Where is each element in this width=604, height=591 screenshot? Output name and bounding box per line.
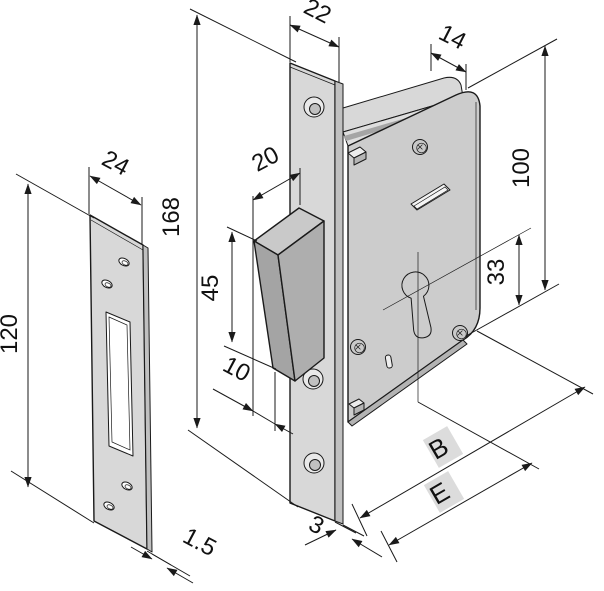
faceplate-screw-hole: [302, 368, 324, 390]
deadbolt-side-face: [277, 220, 325, 382]
lock-case: [342, 76, 532, 427]
case-pin-slot: [384, 354, 393, 369]
dim-cylinder-to-bottom: 33: [483, 234, 523, 306]
dim-line: [89, 175, 142, 206]
keyhole-center-diagonal: [382, 227, 532, 311]
euro-cylinder-keyhole: [401, 271, 432, 339]
dim-label-case-depth: 14: [434, 19, 470, 55]
ext-line: [15, 173, 95, 219]
case-outer-plate: [347, 91, 481, 423]
dim-label-strike-height: 120: [0, 314, 23, 354]
ext-line: [476, 330, 594, 395]
dim-entry-e: E: [380, 401, 540, 563]
faceplate-screw-hole: [303, 452, 325, 474]
ext-line: [380, 530, 398, 563]
strike-screw-hole: [118, 257, 130, 267]
dim-label-bg: [422, 426, 464, 468]
strike-plate-bevel-line: [90, 219, 144, 251]
dim-line: [359, 386, 586, 519]
dim-arrow: [130, 546, 153, 560]
dim-arrow: [351, 538, 383, 558]
dim-arrow: [212, 388, 254, 412]
strike-bolt-cutout: [105, 311, 134, 457]
ext-line: [342, 524, 365, 537]
faceplate-screw-hole: [303, 96, 325, 118]
dim-line: [252, 410, 276, 425]
dim-backset-b: B: [351, 330, 594, 537]
case-screw: [452, 325, 468, 341]
follower-slot: [410, 183, 451, 211]
dim-line: [289, 24, 340, 48]
dim-label-bolt-width: 20: [247, 141, 283, 177]
strike-screw-hole: [121, 481, 133, 491]
deadbolt: [253, 207, 325, 382]
strike-bolt-cutout-inner: [108, 316, 131, 451]
ext-line: [10, 470, 95, 524]
strike-screw-hole: [101, 279, 113, 289]
dim-label-strike-width: 24: [97, 145, 133, 181]
dim-strike-height: 120: [0, 173, 95, 524]
strike-screw-hole: [103, 501, 115, 511]
dim-label-faceplate-width: 22: [299, 0, 335, 29]
case-screw: [412, 139, 428, 155]
dim-line: [252, 172, 301, 201]
ext-line: [465, 283, 560, 337]
dim-faceplate-height: 168: [158, 8, 299, 508]
dim-arrow: [274, 423, 294, 435]
dim-label-strike-thickness: 1.5: [178, 523, 220, 563]
ext-line: [189, 8, 297, 63]
case-screw: [350, 339, 366, 355]
ext-line: [334, 521, 357, 534]
case-tab-top: [347, 146, 367, 166]
faceplate-edge-face: [334, 80, 344, 525]
dim-label-bg: [423, 471, 465, 513]
dim-label-cylinder-to-bottom: 33: [483, 259, 510, 286]
dim-label-bolt-height: 45: [197, 275, 224, 302]
dim-arrow: [304, 529, 337, 546]
ext-line: [467, 38, 558, 89]
dim-label-faceplate-height: 168: [158, 197, 185, 237]
ext-line: [187, 429, 299, 508]
dim-case-height: 100: [465, 38, 560, 337]
dim-arrow: [166, 567, 194, 584]
dim-label-case-height: 100: [508, 148, 535, 188]
ext-line: [417, 401, 540, 470]
ext-line: [226, 226, 258, 242]
ext-line: [151, 553, 191, 577]
dim-bolt-height: 45: [197, 226, 277, 370]
dim-line: [430, 52, 467, 73]
faceplate-bevel-line: [289, 66, 336, 86]
dim-line: [388, 462, 533, 546]
strike-plate: [89, 214, 153, 553]
ext-line: [223, 345, 277, 370]
ext-line: [351, 503, 368, 537]
